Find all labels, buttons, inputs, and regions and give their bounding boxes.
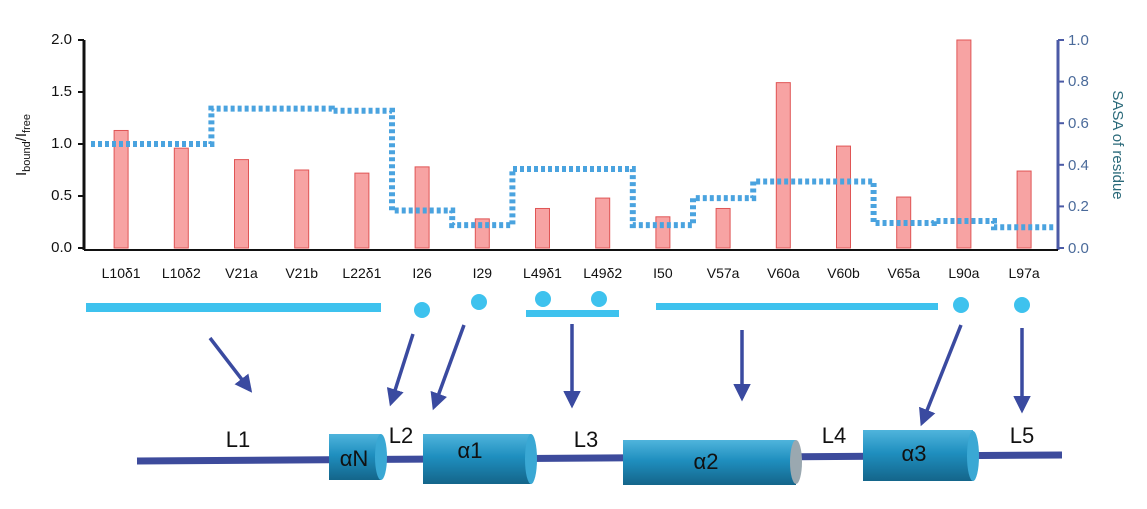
marker-dot <box>591 291 607 307</box>
marker-dot <box>535 291 551 307</box>
bar <box>294 169 310 249</box>
helix-alphaN: αN <box>329 434 387 480</box>
category-label: L22δ1 <box>342 265 381 281</box>
bar <box>173 147 189 249</box>
marker-dot <box>1014 297 1030 313</box>
category-label: V60b <box>827 265 860 281</box>
category-labels: L10δ1 L10δ2 V21a V21b L22δ1 I26 I29 L49δ1 L49δ2 I… <box>102 265 1040 281</box>
helix-label: α3 <box>902 441 927 466</box>
category-label: L97a <box>1009 265 1040 281</box>
bar <box>655 216 671 249</box>
bar <box>956 39 972 249</box>
arrows <box>208 324 1031 427</box>
marker-bar <box>526 310 619 317</box>
y2tick-label: 0.2 <box>1068 198 1089 215</box>
sasa-step-line <box>91 105 1055 231</box>
arrow <box>919 324 963 427</box>
category-label: L90a <box>948 265 979 281</box>
category-label: V21b <box>285 265 318 281</box>
loop-label: L5 <box>1010 423 1034 448</box>
bar <box>414 166 430 249</box>
category-label: L10δ2 <box>162 265 201 281</box>
ytick-label: 0.5 <box>51 187 72 204</box>
marker-dot <box>414 302 430 318</box>
ytick-label: 1.0 <box>51 135 72 152</box>
y2tick-label: 0.0 <box>1068 240 1089 257</box>
marker-dot <box>953 297 969 313</box>
loop-label: L3 <box>574 427 598 452</box>
bar <box>354 172 370 249</box>
bar <box>535 207 550 249</box>
helix-label: αN <box>340 446 369 471</box>
arrow <box>386 333 415 407</box>
y2tick-label: 0.8 <box>1068 73 1089 90</box>
bar <box>775 82 791 249</box>
marker-bar <box>86 303 381 312</box>
arrow <box>208 336 253 393</box>
category-label: V65a <box>887 265 920 281</box>
category-label: V21a <box>225 265 258 281</box>
category-label: L10δ1 <box>102 265 141 281</box>
loop-label: L4 <box>822 423 846 448</box>
loop-label: L1 <box>226 427 250 452</box>
category-label: L49δ1 <box>523 265 562 281</box>
structure-markers <box>86 291 1030 318</box>
right-ticks <box>1058 39 1064 249</box>
y2tick-label: 0.4 <box>1068 157 1089 174</box>
ytick-label: 1.5 <box>51 83 72 100</box>
left-ticks <box>78 39 84 249</box>
bar <box>234 159 249 249</box>
y2-axis-label: SASA of residue <box>1109 90 1126 199</box>
helix-alpha2: α2 <box>623 440 802 485</box>
helix-alpha3: α3 <box>863 430 979 481</box>
category-label: V60a <box>767 265 800 281</box>
helix-label: α1 <box>458 438 483 463</box>
y2tick-label: 0.6 <box>1068 115 1089 132</box>
ytick-label: 2.0 <box>51 31 72 48</box>
marker-bar <box>656 303 938 310</box>
ytick-label: 0.0 <box>51 239 72 256</box>
category-label: V57a <box>707 265 740 281</box>
category-label: L49δ2 <box>583 265 622 281</box>
sasa-series <box>91 105 1055 231</box>
bar <box>836 145 851 249</box>
marker-dot <box>471 294 487 310</box>
category-label: I26 <box>412 265 432 281</box>
bar <box>113 129 129 249</box>
y-axis-label: Ibound/Ifree <box>13 114 33 176</box>
y2tick-label: 1.0 <box>1068 32 1089 49</box>
bar <box>1016 170 1032 249</box>
bar <box>715 207 731 249</box>
arrow <box>430 324 466 411</box>
loop-label: L2 <box>389 423 413 448</box>
helix-alpha1: α1 <box>423 434 537 484</box>
bar <box>595 197 611 249</box>
category-label: I29 <box>473 265 493 281</box>
category-label: I50 <box>653 265 673 281</box>
bar-series <box>113 39 1032 249</box>
helix-label: α2 <box>694 449 719 474</box>
